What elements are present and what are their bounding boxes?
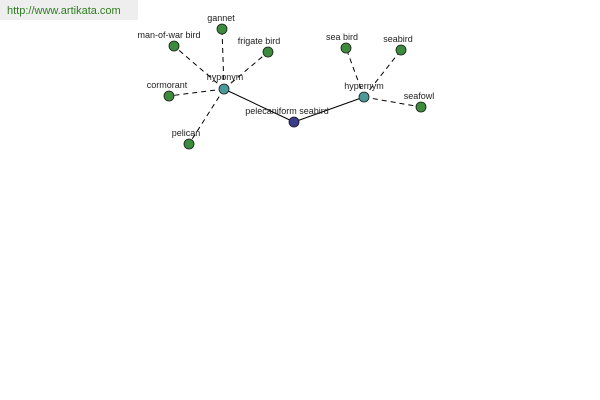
node-pelican[interactable] bbox=[183, 138, 195, 150]
edge-hyponym-to-man-of-war-bird bbox=[173, 45, 225, 90]
labels-layer: pelecaniform seabird hyponym hypernym man-o… bbox=[137, 13, 434, 138]
node-cormorant[interactable] bbox=[163, 90, 175, 102]
node-label-center[interactable]: pelecaniform seabird bbox=[245, 106, 329, 116]
edges-layer bbox=[168, 28, 422, 145]
edge-hyponym-to-frigate-bird bbox=[223, 51, 269, 90]
edge-hyponym-to-cormorant bbox=[168, 88, 225, 97]
node-man-of-war-bird[interactable] bbox=[168, 40, 180, 52]
node-seafowl[interactable] bbox=[415, 101, 427, 113]
node-label-frigate-bird[interactable]: frigate bird bbox=[238, 36, 281, 46]
node-label-sea-bird[interactable]: sea bird bbox=[326, 32, 358, 42]
node-label-hyponym[interactable]: hyponym bbox=[207, 72, 244, 82]
node-label-seafowl[interactable]: seafowl bbox=[404, 91, 435, 101]
edge-hypernym-to-seafowl bbox=[363, 96, 422, 108]
node-frigate-bird[interactable] bbox=[262, 46, 274, 58]
node-label-gannet[interactable]: gannet bbox=[207, 13, 235, 23]
node-label-cormorant[interactable]: cormorant bbox=[147, 80, 188, 90]
url-banner[interactable]: http://www.artikata.com bbox=[0, 0, 138, 20]
node-label-seabird[interactable]: seabird bbox=[383, 34, 413, 44]
edge-center-to-hyponym bbox=[223, 88, 295, 123]
edge-center-to-hypernym bbox=[293, 96, 365, 123]
node-sea-bird[interactable] bbox=[340, 42, 352, 54]
edge-hyponym-to-gannet bbox=[221, 28, 225, 90]
node-label-man-of-war-bird[interactable]: man-of-war bird bbox=[137, 30, 200, 40]
site-url-link[interactable]: http://www.artikata.com bbox=[7, 5, 121, 17]
node-hypernym[interactable] bbox=[358, 91, 370, 103]
node-label-hypernym[interactable]: hypernym bbox=[344, 81, 384, 91]
edge-hypernym-to-seabird bbox=[363, 49, 402, 98]
node-label-pelican[interactable]: pelican bbox=[172, 128, 201, 138]
node-gannet[interactable] bbox=[216, 23, 228, 35]
node-center[interactable] bbox=[288, 116, 300, 128]
edge-hyponym-to-pelican bbox=[188, 88, 225, 145]
node-hyponym[interactable] bbox=[218, 83, 230, 95]
node-seabird[interactable] bbox=[395, 44, 407, 56]
nodes-layer bbox=[163, 23, 427, 150]
